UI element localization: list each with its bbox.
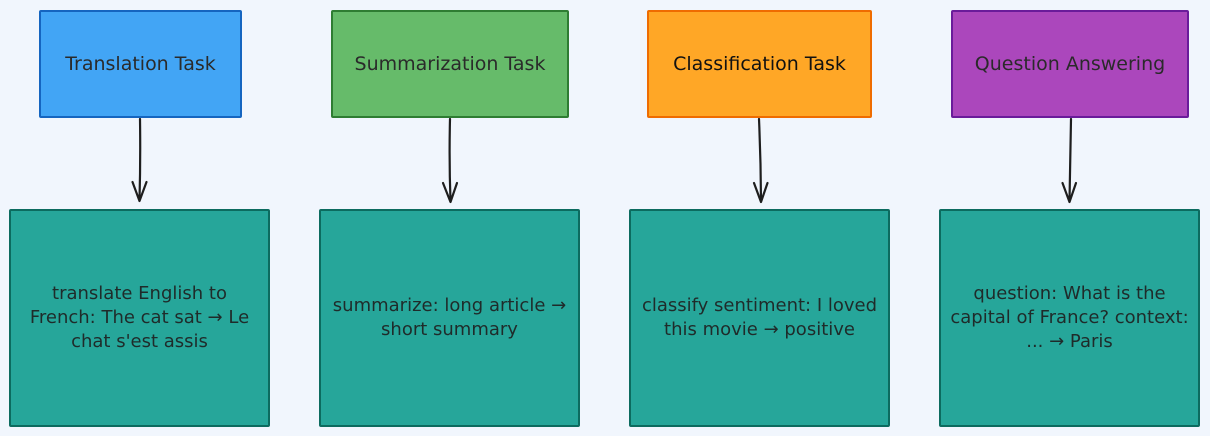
classification-task-box: Classification Task [647, 10, 872, 118]
summarization-example-text: summarize: long article → short summary [332, 295, 567, 340]
arrow-question-answering [1061, 117, 1078, 204]
translation-task-box: Translation Task [39, 10, 242, 118]
arrow-classification [752, 117, 769, 204]
summarization-task-box: Summarization Task [331, 10, 569, 118]
question-answering-example-box: question: What is the capital of France?… [939, 209, 1200, 427]
question-answering-task-label: Question Answering [974, 53, 1166, 75]
translation-task-label: Translation Task [65, 53, 216, 75]
summarization-example-box: summarize: long article → short summary [319, 209, 580, 427]
classification-task-label: Classification Task [673, 53, 846, 75]
question-answering-task-box: Question Answering [951, 10, 1189, 118]
arrow-translation [131, 117, 148, 203]
classification-example-box: classify sentiment: I loved this movie →… [629, 209, 890, 427]
question-answering-example-text: question: What is the capital of France?… [950, 283, 1189, 352]
arrow-summarization [441, 117, 459, 204]
classification-example-text: classify sentiment: I loved this movie →… [641, 295, 878, 340]
translation-example-box: translate English to French: The cat sat… [9, 209, 270, 427]
summarization-task-label: Summarization Task [354, 53, 546, 75]
translation-example-text: translate English to French: The cat sat… [29, 283, 250, 352]
